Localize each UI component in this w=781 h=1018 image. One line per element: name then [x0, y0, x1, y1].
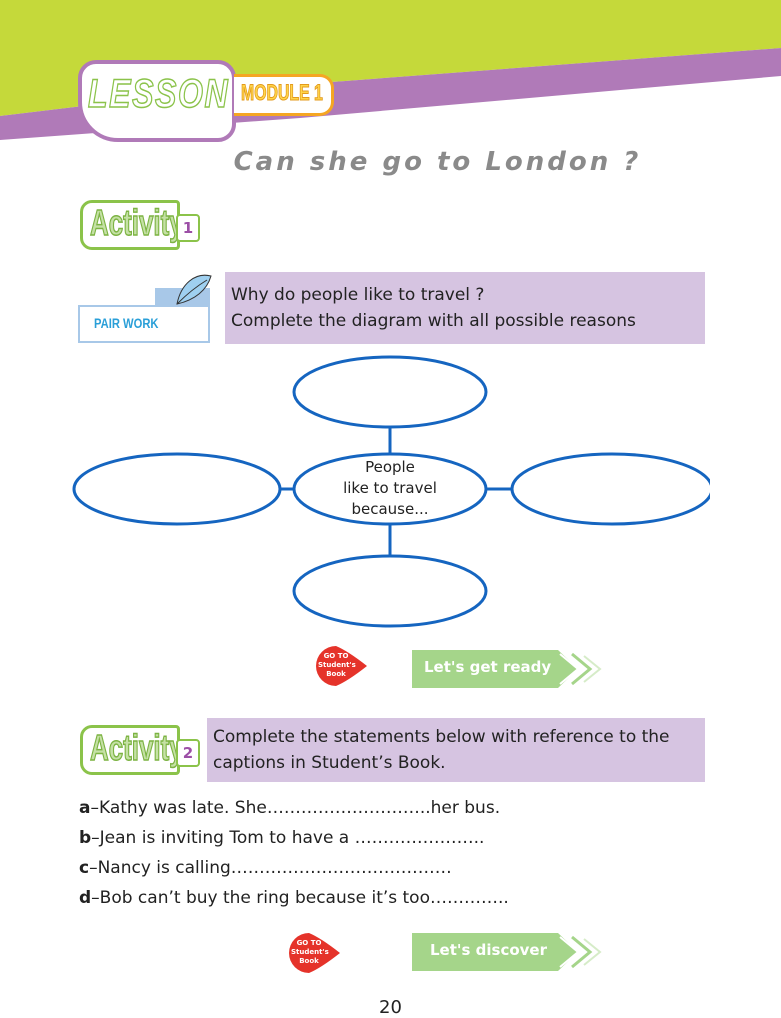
instruction-line-2: captions in Student’s Book. — [213, 753, 446, 773]
goto-students-book-icon[interactable] — [314, 645, 368, 687]
statement-c: c–Nancy is calling………………………………… — [79, 858, 452, 878]
statement-letter: a — [79, 798, 91, 818]
feather-icon — [155, 274, 212, 308]
module-tab — [234, 74, 334, 116]
pair-work-badge — [78, 305, 210, 343]
activity-2-label: Activity — [89, 726, 184, 769]
lets-discover-arrow[interactable] — [412, 931, 602, 973]
pair-work-label: PAIR WORK — [94, 315, 159, 331]
bubble-top — [292, 355, 488, 429]
activity-2-instructions: Complete the statements below with refer… — [207, 718, 705, 782]
lesson-tab — [78, 60, 236, 142]
activity-2-badge — [80, 725, 180, 775]
activity-1-badge — [80, 200, 180, 250]
bubble-bottom — [292, 554, 488, 628]
statement-text: –Kathy was late. She………………………..her bus. — [90, 798, 501, 818]
instruction-line-1: Why do people like to travel ? — [231, 285, 485, 305]
travel-diagram — [72, 355, 710, 628]
statement-a: a–Kathy was late. She………………………..her bus. — [79, 798, 500, 818]
bubble-right — [510, 452, 710, 526]
goto-line-1: GO TO — [296, 939, 322, 947]
goto-line-1: GO TO — [323, 652, 349, 660]
page-title: Can she go to London ? — [233, 147, 642, 177]
statement-text: –Jean is inviting Tom to have a ………………….… — [91, 828, 485, 848]
statement-letter: b — [79, 828, 92, 848]
goto-text-2: GO TO Student's Book — [291, 939, 329, 966]
instruction-line-2: Complete the diagram with all possible r… — [231, 311, 636, 331]
lesson-label: LESSON 3 — [87, 71, 260, 117]
statement-letter: d — [79, 888, 92, 908]
activity-1-label: Activity — [89, 201, 184, 244]
page-number: 20 — [379, 997, 402, 1018]
statement-letter: c — [79, 858, 90, 878]
goto-line-2: Student's — [291, 948, 329, 956]
activity-1-number: 1 — [176, 214, 200, 242]
center-line-3: because... — [351, 500, 429, 518]
statement-text: –Nancy is calling………………………………… — [89, 858, 452, 878]
lets-get-ready-label: Let's get ready — [424, 658, 552, 676]
center-line-2: like to travel — [343, 479, 437, 497]
goto-students-book-icon-2[interactable] — [287, 932, 341, 974]
instruction-line-1: Complete the statements below with refer… — [213, 727, 670, 747]
lets-get-ready-arrow[interactable] — [412, 648, 602, 690]
goto-line-2: Student's — [318, 661, 356, 669]
statement-text: –Bob can’t buy the ring because it’s too… — [91, 888, 509, 908]
statement-d: d–Bob can’t buy the ring because it’s to… — [79, 888, 509, 908]
activity-2-number: 2 — [176, 739, 200, 767]
diagram-center-text: People like to travel because... — [330, 457, 450, 520]
goto-line-3: Book — [326, 670, 346, 678]
bubble-left — [72, 452, 282, 526]
statement-b: b–Jean is inviting Tom to have a …………………… — [79, 828, 484, 848]
goto-text-1: GO TO Student's Book — [318, 652, 356, 679]
module-label: MODULE 1 — [241, 80, 324, 106]
lets-discover-label: Let's discover — [430, 941, 547, 959]
bubble-center — [292, 452, 488, 526]
activity-1-instructions: Why do people like to travel ? Complete … — [225, 272, 705, 344]
center-line-1: People — [365, 458, 415, 476]
goto-line-3: Book — [299, 957, 319, 965]
